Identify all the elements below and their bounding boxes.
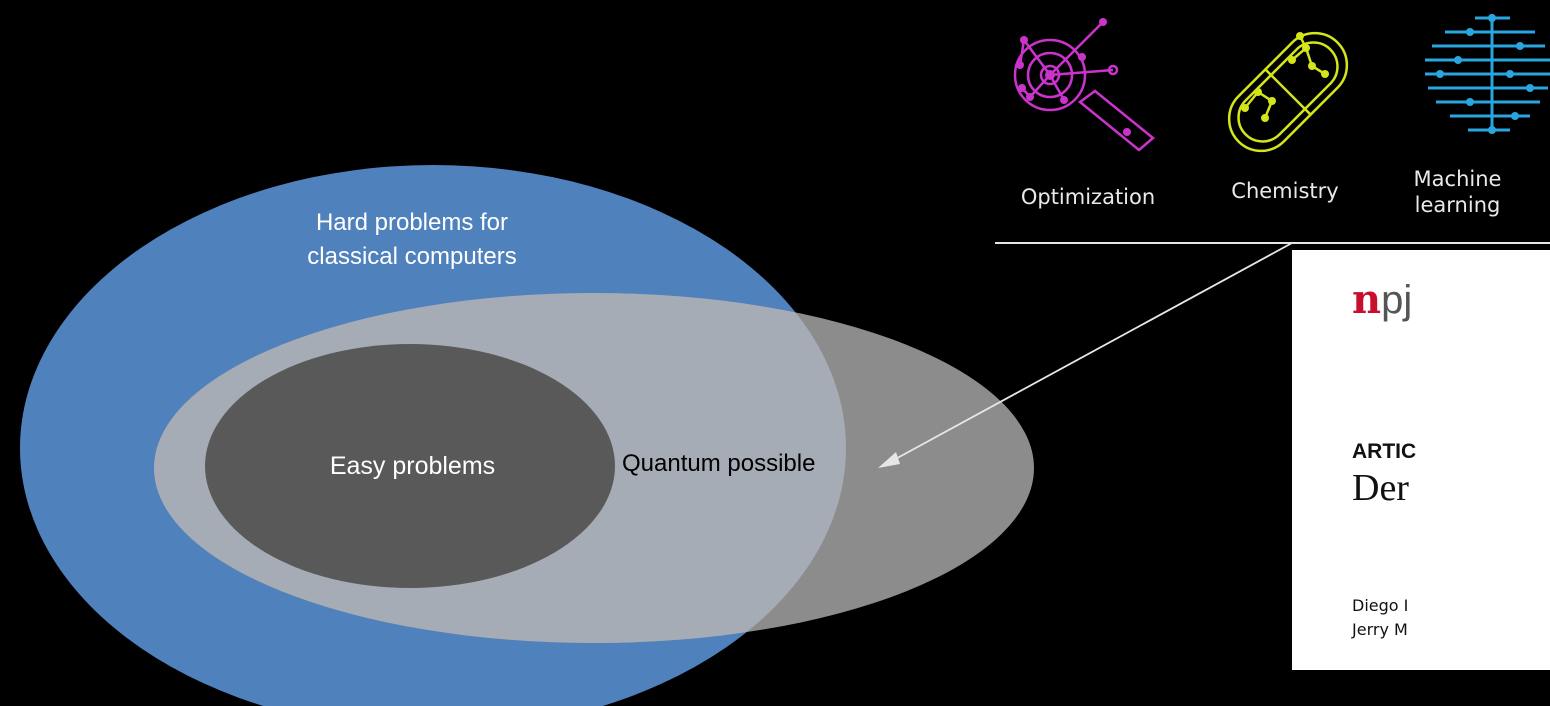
optimization-label: Optimization <box>1020 185 1156 209</box>
hard-problems-label: Hard problems for classical computers <box>307 209 517 270</box>
magnifier-network-icon <box>1013 18 1155 152</box>
capsule-molecule-icon <box>1227 31 1349 153</box>
journal-logo-rest: pj <box>1381 278 1413 322</box>
paper-title: Der <box>1352 467 1409 509</box>
easy-problems-ellipse <box>205 344 615 588</box>
arrow-head <box>878 452 900 468</box>
journal-logo-n: n <box>1352 276 1382 323</box>
journal-logo: npj <box>1352 278 1413 322</box>
quantum-possible-label: Quantum possible <box>622 450 816 477</box>
machine-learning-label: Machine learning <box>1413 167 1502 217</box>
arrow-line <box>889 242 1293 463</box>
article-type: ARTIC <box>1352 440 1417 463</box>
easy-problems-label: Easy problems <box>329 452 496 480</box>
chemistry-label: Chemistry <box>1231 179 1339 203</box>
circuit-brain-icon <box>1425 14 1550 134</box>
paper-author: Jerry M <box>1352 620 1408 639</box>
paper-excerpt: npj ARTIC Der Diego I Jerry M <box>1292 250 1550 670</box>
paper-author: Diego I <box>1352 596 1409 615</box>
